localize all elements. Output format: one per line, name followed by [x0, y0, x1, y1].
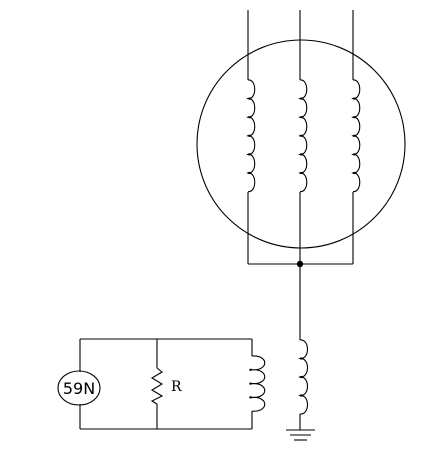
generator-frame — [196, 39, 406, 249]
secondary-loop — [79, 338, 253, 430]
grounding-transformer-secondary-coil — [249, 355, 266, 412]
coil-winding — [249, 355, 266, 412]
grounding-transformer-primary-coil — [298, 339, 309, 415]
relay-59n: 59N — [57, 370, 101, 406]
winding-coil-phase-b — [298, 79, 308, 193]
winding-coil-phase-a — [246, 79, 256, 193]
winding-coil-phase-c — [351, 79, 361, 193]
relay-label: 59N — [63, 379, 95, 398]
coil-winding — [351, 79, 361, 193]
ground-symbol — [286, 429, 315, 441]
coil-winding — [298, 79, 308, 193]
resistor-label: R — [171, 379, 182, 395]
coil-winding — [298, 339, 309, 415]
loading-resistor: R — [150, 339, 182, 429]
coil-winding — [246, 79, 256, 193]
